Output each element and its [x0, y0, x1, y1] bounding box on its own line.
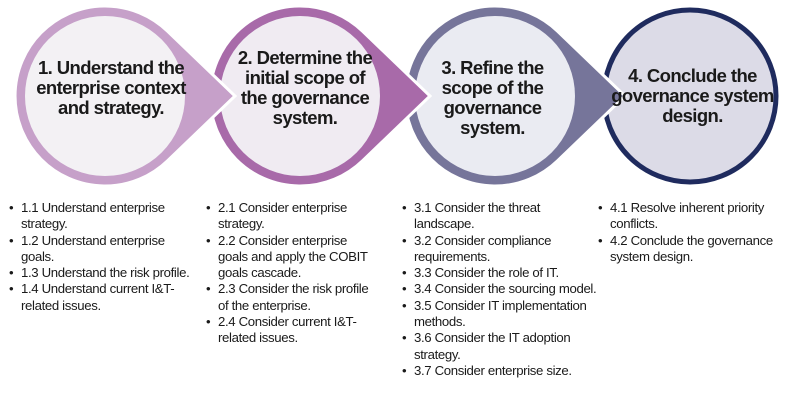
list-item: 3.4 Consider the sourcing model. — [401, 281, 601, 298]
list-item: 2.4 Consider current I&T-related issues. — [205, 314, 373, 347]
list-item: 3.1 Consider the threat landscape. — [401, 200, 601, 233]
list-item: 1.3 Understand the risk profile. — [8, 265, 193, 282]
list-item: 1.1 Understand enterprise strategy. — [8, 200, 193, 233]
list-item: 3.6 Consider the IT adoption strategy. — [401, 330, 601, 363]
list-item: 3.3 Consider the role of IT. — [401, 265, 601, 282]
step-1-title: 1. Understand the enterprise context and… — [36, 57, 186, 118]
step-4-title: 4. Conclude the governance system design… — [611, 65, 774, 126]
list-item: 4.1 Resolve inherent priority conflicts. — [597, 200, 797, 233]
step-1-teardrop — [13, 4, 238, 188]
list-item: 2.2 Consider enterprise goals and apply … — [205, 233, 373, 282]
list-item: 3.2 Consider compliance requirements. — [401, 233, 601, 266]
list-item: 3.5 Consider IT implementation methods. — [401, 298, 601, 331]
list-item: 2.3 Consider the risk profile of the ent… — [205, 281, 373, 314]
step-1-task-list: 1.1 Understand enterprise strategy. 1.2 … — [8, 200, 193, 314]
process-flow-diagram — [13, 4, 779, 188]
list-item: 1.2 Understand enterprise goals. — [8, 233, 193, 266]
step-2-task-list: 2.1 Consider enterprise strategy. 2.2 Co… — [205, 200, 373, 347]
step-2-title: 2. Determine the initial scope of the go… — [237, 47, 373, 128]
list-item: 1.4 Understand current I&T-related issue… — [8, 281, 193, 314]
step-4-task-list: 4.1 Resolve inherent priority conflicts.… — [597, 200, 797, 265]
step-3-title: 3. Refine the scope of the governance sy… — [441, 57, 544, 138]
step-3-task-list: 3.1 Consider the threat landscape. 3.2 C… — [401, 200, 601, 380]
step-2-teardrop — [208, 4, 433, 188]
list-item: 4.2 Conclude the governance system desig… — [597, 233, 797, 266]
list-item: 2.1 Consider enterprise strategy. — [205, 200, 373, 233]
list-item: 3.7 Consider enterprise size. — [401, 363, 601, 380]
